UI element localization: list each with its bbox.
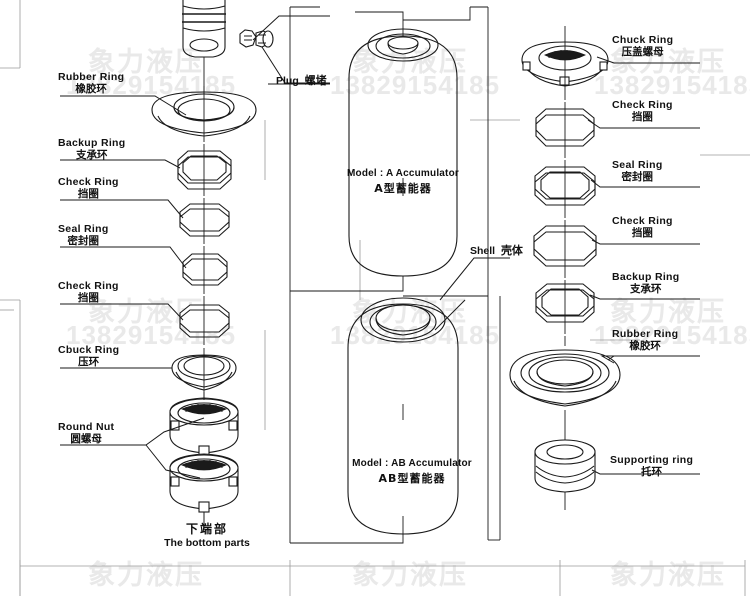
label-cn: 托环 bbox=[641, 465, 663, 478]
label-cn: AB型蓄能器 bbox=[378, 472, 446, 485]
label-cn: 挡圈 bbox=[77, 291, 99, 304]
part-round-nut-upper bbox=[169, 392, 239, 457]
part-backup-ring-r bbox=[535, 280, 595, 334]
label-en: Rubber Ring bbox=[58, 71, 125, 83]
right-column-parts bbox=[509, 26, 621, 510]
label-cn: 挡圈 bbox=[77, 187, 99, 200]
label-en: Backup Ring bbox=[612, 271, 680, 283]
part-rubber-ring-r bbox=[509, 336, 621, 440]
label-cn: 橡胶环 bbox=[75, 82, 107, 95]
part-round-nut-lower bbox=[169, 453, 239, 528]
left-column-parts bbox=[151, 86, 257, 528]
label-en: Model : A Accumulator bbox=[347, 168, 459, 179]
label-en: Seal Ring bbox=[58, 223, 109, 235]
part-check-ring-2 bbox=[179, 296, 230, 345]
label-en: Check Ring bbox=[58, 280, 119, 292]
part-check-ring-r1 bbox=[535, 102, 595, 158]
accumulator-ab bbox=[289, 257, 510, 544]
label-cn: 挡圈 bbox=[631, 110, 653, 123]
part-label-shell: Shell 壳体 bbox=[470, 244, 523, 258]
label-en: Plug bbox=[276, 75, 299, 87]
label-cn: 密封圈 bbox=[621, 170, 654, 183]
part-rubber-ring bbox=[151, 86, 257, 142]
top-port-assembly bbox=[182, 0, 330, 98]
label-cn: 螺堵 bbox=[304, 74, 327, 87]
part-cbuck-ring bbox=[171, 348, 237, 398]
label-en: Check Ring bbox=[58, 176, 119, 188]
label-en: Check Ring bbox=[612, 99, 673, 111]
label-en: Chuck Ring bbox=[612, 34, 674, 46]
label-cn: 密封圈 bbox=[67, 234, 100, 247]
label-en: Seal Ring bbox=[612, 159, 663, 171]
label-en: Supporting ring bbox=[610, 454, 694, 466]
label-en: Round Nut bbox=[58, 421, 115, 433]
part-chuck-ring bbox=[521, 26, 609, 100]
label-cn: 压环 bbox=[78, 355, 100, 368]
part-supporting-ring bbox=[534, 439, 596, 510]
label-cn: 支承环 bbox=[629, 282, 662, 295]
label-cn: 挡圈 bbox=[631, 226, 653, 239]
part-check-ring-1 bbox=[179, 198, 230, 244]
part-seal-ring-r bbox=[534, 160, 596, 218]
accumulator-a bbox=[289, 6, 489, 296]
label-en: Check Ring bbox=[612, 215, 673, 227]
label-en: Cbuck Ring bbox=[58, 344, 120, 356]
label-en: Shell bbox=[470, 245, 496, 257]
label-cn: 下端部 bbox=[185, 522, 228, 536]
right-leader-lines bbox=[587, 56, 700, 475]
label-en: Backup Ring bbox=[58, 137, 126, 149]
label-cn: A型蓄能器 bbox=[374, 182, 432, 195]
part-label-plug: Plug 螺堵 bbox=[276, 74, 327, 88]
label-cn: 圆螺母 bbox=[70, 432, 102, 445]
label-cn: 支承环 bbox=[75, 148, 108, 161]
part-check-ring-r2 bbox=[533, 220, 597, 278]
part-seal-ring bbox=[182, 246, 228, 294]
label-cn: 橡胶环 bbox=[629, 339, 661, 352]
label-en: The bottom parts bbox=[164, 537, 250, 549]
label-cn: 压盖螺母 bbox=[621, 45, 664, 58]
part-backup-ring bbox=[177, 144, 232, 196]
left-leader-lines bbox=[60, 95, 205, 530]
label-en: Rubber Ring bbox=[612, 328, 679, 340]
label-en: Model : AB Accumulator bbox=[352, 458, 472, 469]
label-cn: 壳体 bbox=[500, 244, 523, 257]
